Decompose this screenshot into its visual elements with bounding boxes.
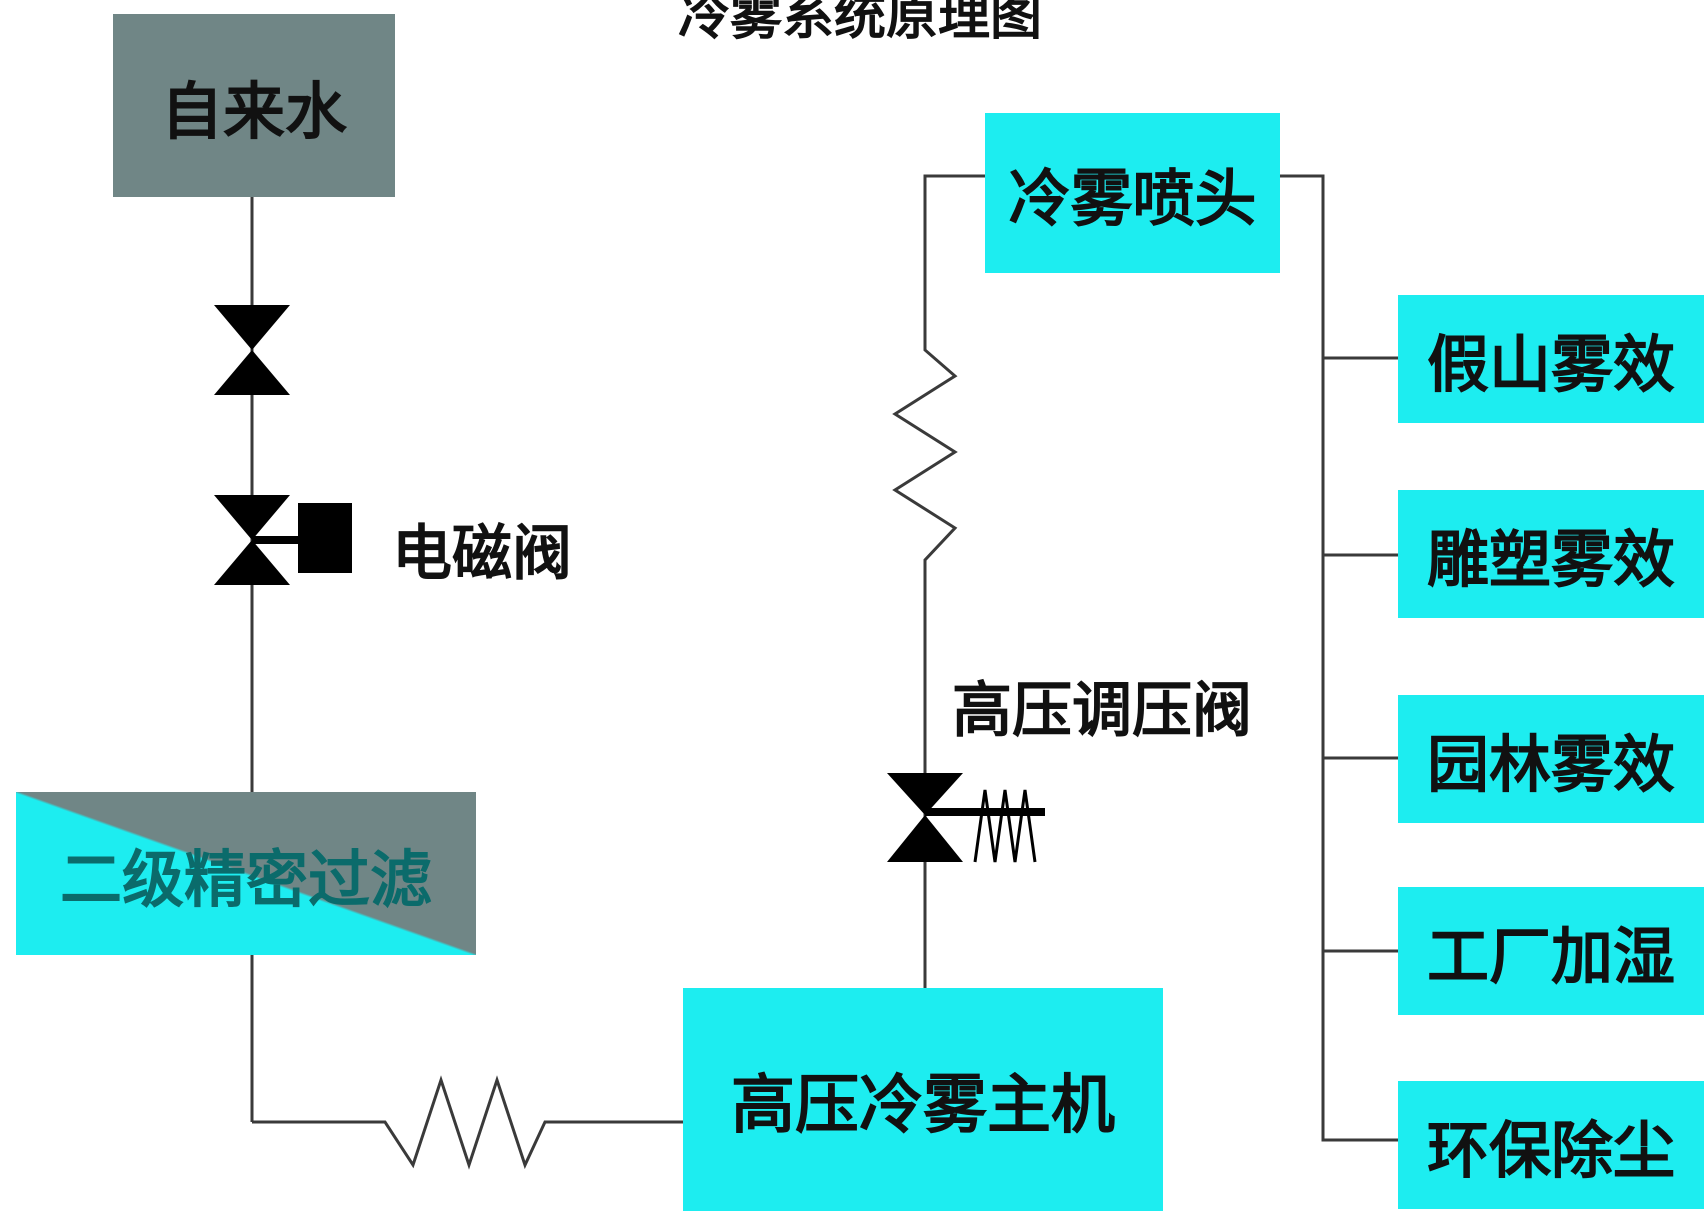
- solenoid-valve-label: 电磁阀: [392, 519, 572, 589]
- application-bus: [1280, 174, 1398, 1142]
- filter-label: 二级精密过滤: [59, 842, 432, 916]
- application-box: 假山雾效: [1398, 295, 1704, 423]
- pressure-valve-label: 高压调压阀: [952, 676, 1252, 746]
- main-unit-label: 高压冷雾主机: [731, 1067, 1115, 1143]
- tap-water-label: 自来水: [160, 74, 347, 148]
- tap-water-box: 自来水: [113, 14, 395, 197]
- nozzle-box: 冷雾喷头: [985, 113, 1280, 273]
- filter-box: 二级精密过滤: [16, 792, 476, 955]
- application-box: 园林雾效: [1398, 695, 1704, 823]
- main-unit-box: 高压冷雾主机: [683, 988, 1163, 1211]
- application-box: 工厂加湿: [1398, 887, 1704, 1015]
- diagram-title: 冷雾系统原理图: [677, 0, 1042, 47]
- manual-valve-icon: [214, 305, 290, 395]
- application-label: 园林雾效: [1426, 728, 1675, 801]
- application-box: 环保除尘: [1398, 1081, 1704, 1209]
- hose-coil-bottom: [252, 1075, 683, 1170]
- application-label: 假山雾效: [1426, 328, 1675, 401]
- solenoid-valve-icon: [214, 495, 352, 585]
- application-box: 雕塑雾效: [1398, 490, 1704, 618]
- pressure-valve-icon: [887, 773, 1045, 863]
- application-label: 环保除尘: [1426, 1114, 1675, 1187]
- application-label: 雕塑雾效: [1426, 523, 1675, 596]
- nozzle-label: 冷雾喷头: [1008, 162, 1257, 235]
- hose-coil-riser: [892, 174, 985, 572]
- application-label: 工厂加湿: [1426, 920, 1675, 993]
